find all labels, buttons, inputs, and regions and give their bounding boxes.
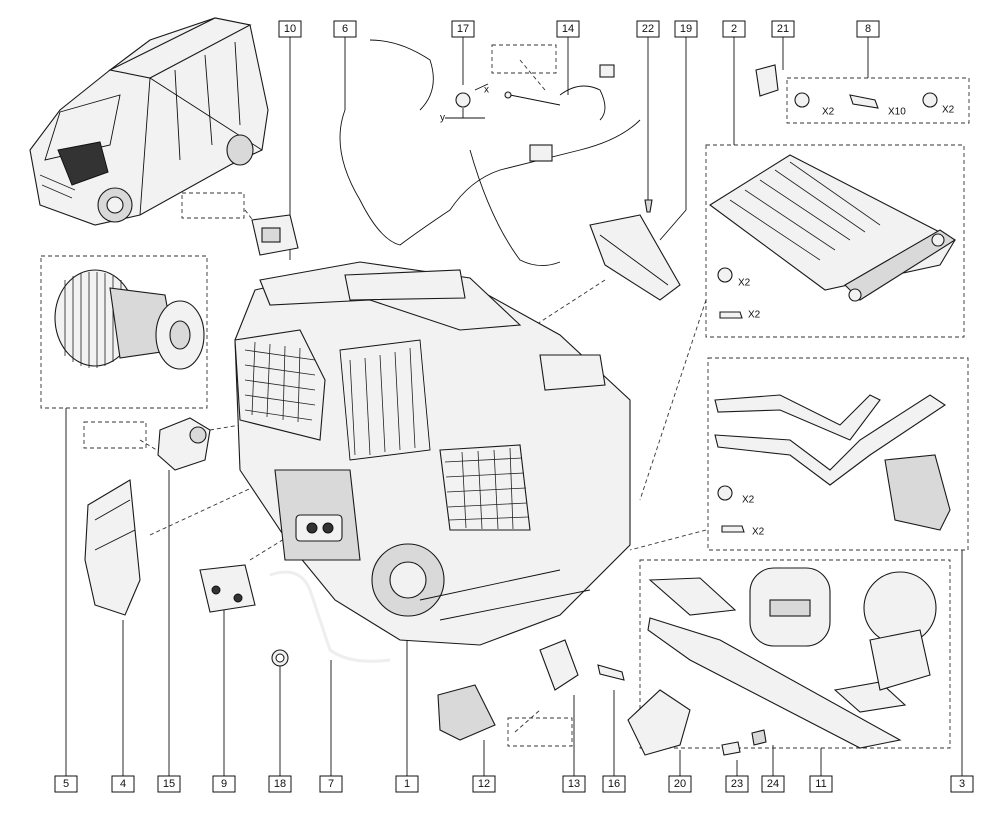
callout-12: 12 bbox=[478, 778, 490, 790]
heater-kit-screw-qty: X2 bbox=[748, 310, 761, 321]
heater-core-kit-box bbox=[705, 144, 965, 338]
callout-19: 19 bbox=[680, 23, 692, 35]
heater-hoses: X2 X2 bbox=[714, 394, 951, 538]
leader-lines bbox=[65, 37, 963, 776]
callout-7: 7 bbox=[328, 778, 334, 790]
callout-1: 1 bbox=[404, 778, 410, 790]
fasteners-23-24 bbox=[721, 729, 767, 756]
mix-actuator bbox=[539, 639, 579, 691]
callout-10: 10 bbox=[284, 23, 296, 35]
hose-kit-washer-qty: X2 bbox=[742, 495, 755, 506]
callout-18: 18 bbox=[274, 778, 286, 790]
heater-core: X2 X2 bbox=[709, 154, 957, 321]
callout-labels: 10 6 17 14 22 19 2 21 8 5 4 15 9 18 7 1 bbox=[54, 20, 974, 793]
callout-22: 22 bbox=[642, 23, 654, 35]
empty-ref-box-2 bbox=[491, 44, 557, 74]
control-module bbox=[589, 199, 681, 301]
fastener-washer-qty: X2 bbox=[942, 105, 955, 116]
heater-kit-washer-qty: X2 bbox=[738, 278, 751, 289]
hose-kit-box bbox=[707, 357, 969, 551]
callout-11: 11 bbox=[815, 778, 826, 790]
fastener-kit: X2 X10 X2 bbox=[794, 92, 955, 118]
seal-kit bbox=[647, 567, 937, 749]
duct-cover bbox=[84, 479, 141, 616]
clip-21 bbox=[755, 64, 779, 97]
o-ring bbox=[271, 649, 289, 667]
temperature-sensor: y x bbox=[440, 83, 561, 124]
flap-actuator bbox=[251, 214, 299, 256]
screw-icon bbox=[719, 311, 743, 319]
flap-actuator-window bbox=[295, 514, 343, 542]
washer-icon bbox=[717, 267, 733, 283]
seal-kit-box bbox=[639, 559, 951, 749]
fastener-screw-qty: X10 bbox=[888, 107, 906, 118]
hvac-unit-assembly bbox=[234, 261, 631, 646]
empty-ref-box-1 bbox=[181, 192, 245, 219]
callout-3: 3 bbox=[959, 778, 965, 790]
clip-icon bbox=[794, 92, 810, 108]
vehicle-illustration bbox=[29, 17, 269, 226]
bracket-20 bbox=[627, 689, 691, 756]
callout-16: 16 bbox=[608, 778, 620, 790]
blower-kit-box bbox=[40, 255, 208, 409]
washer-icon-kit8 bbox=[922, 92, 938, 108]
electronic-module bbox=[437, 684, 496, 741]
axis-x-label: x bbox=[484, 85, 489, 96]
wiring-harness bbox=[339, 39, 641, 266]
callout-23: 23 bbox=[731, 778, 743, 790]
callout-6: 6 bbox=[342, 23, 348, 35]
empty-ref-box-3 bbox=[83, 421, 147, 449]
kit-boxes bbox=[40, 44, 970, 749]
fastener-clip-qty: X2 bbox=[822, 107, 835, 118]
drain-pipe bbox=[269, 570, 391, 663]
callout-4: 4 bbox=[120, 778, 126, 790]
blower-motor bbox=[54, 269, 205, 370]
callout-21: 21 bbox=[777, 23, 789, 35]
fastener-kit-box bbox=[786, 77, 970, 124]
empty-ref-box-4 bbox=[507, 717, 573, 747]
callout-9: 9 bbox=[221, 778, 227, 790]
screw-16 bbox=[597, 664, 625, 681]
callout-5: 5 bbox=[63, 778, 69, 790]
blower-resistor bbox=[157, 417, 211, 471]
callout-8: 8 bbox=[865, 23, 871, 35]
screw-icon-kit3 bbox=[721, 525, 745, 533]
screw-icon-kit8 bbox=[849, 94, 879, 109]
callout-15: 15 bbox=[163, 778, 175, 790]
hose-kit-screw-qty: X2 bbox=[752, 527, 765, 538]
callout-20: 20 bbox=[674, 778, 686, 790]
callout-14: 14 bbox=[562, 23, 574, 35]
callout-24: 24 bbox=[767, 778, 779, 790]
callout-13: 13 bbox=[568, 778, 580, 790]
callout-17: 17 bbox=[457, 23, 469, 35]
axis-y-label: y bbox=[440, 113, 445, 124]
callout-2: 2 bbox=[731, 23, 737, 35]
expansion-valve bbox=[199, 564, 256, 613]
screw-22-icon bbox=[644, 199, 653, 213]
washer-icon-kit3 bbox=[717, 485, 733, 501]
